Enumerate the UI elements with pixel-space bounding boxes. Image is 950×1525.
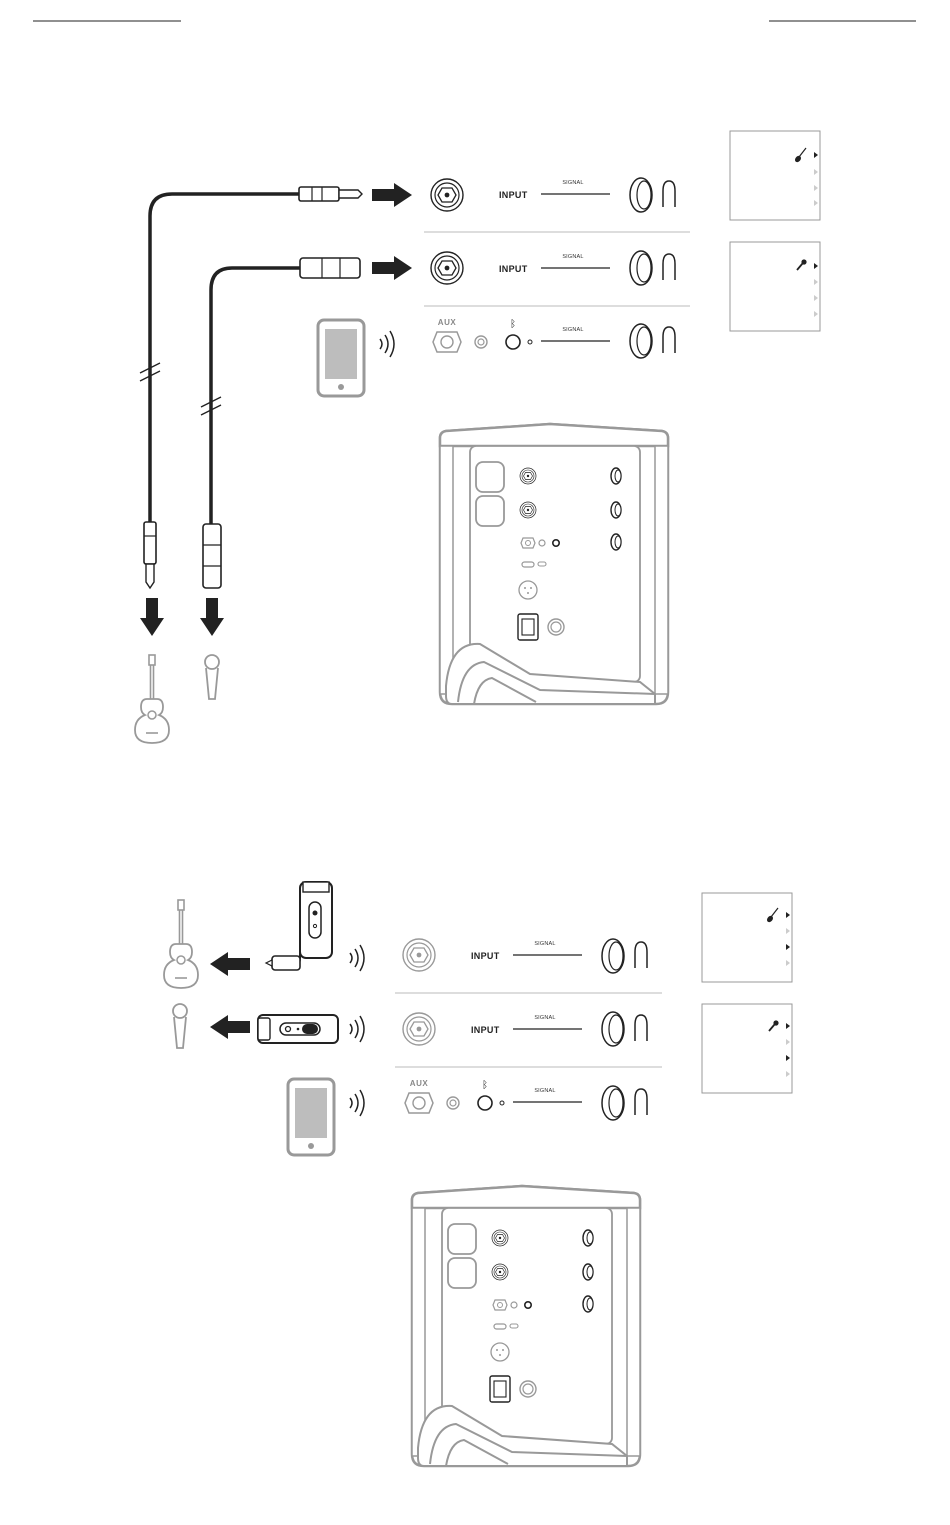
aux-label: AUX	[438, 318, 457, 327]
signal-label: SIGNAL	[534, 1088, 555, 1094]
input-label: INPUT	[499, 190, 528, 200]
phone-icon	[318, 320, 364, 396]
combo-jack-icon	[431, 179, 463, 211]
guitar-icon	[135, 655, 169, 743]
bluetooth-button	[506, 335, 520, 349]
knob-icon	[602, 1086, 647, 1120]
combo-jack-icon	[403, 1013, 435, 1045]
channel-1-setting-panel	[702, 893, 792, 982]
input-label: INPUT	[499, 264, 528, 274]
knob-icon	[630, 324, 675, 358]
combo-jack-icon	[403, 939, 435, 971]
channel-strip-3: AUX ᛒ SIGNAL	[433, 318, 675, 358]
speaker-rear-panel	[440, 424, 668, 704]
quarter-inch-plug-guitar	[144, 522, 156, 588]
xlr-plug	[300, 258, 360, 278]
arrow-to-input-2	[372, 256, 412, 280]
aux-jack-icon	[405, 1093, 433, 1113]
arrow-to-mic	[210, 1015, 250, 1039]
microphone-icon	[205, 655, 219, 699]
signal-label: SIGNAL	[534, 941, 555, 947]
bluetooth-icon: ᛒ	[482, 1080, 488, 1091]
wireless-waves-icon	[350, 1090, 364, 1116]
channel-2-setting-panel	[730, 242, 820, 331]
wireless-waves-icon	[350, 1016, 364, 1042]
knob-icon	[602, 1012, 647, 1046]
aux-label: AUX	[410, 1079, 429, 1088]
channel-strip-3: AUX ᛒ SIGNAL	[405, 1079, 647, 1120]
signal-label: SIGNAL	[534, 1015, 555, 1021]
knob-icon	[630, 251, 675, 285]
speaker-rear-panel	[412, 1186, 640, 1466]
aux-jack-icon	[433, 332, 461, 352]
bluetooth-icon: ᛒ	[510, 319, 516, 330]
phone-icon	[288, 1079, 334, 1155]
wireless-mic-transmitter	[258, 1015, 338, 1043]
xlr-cable	[211, 268, 300, 524]
bluetooth-button	[478, 1096, 492, 1110]
xlr-plug-mic	[203, 524, 221, 588]
diagram-top: INPUT SIGNAL INPUT SIGNAL AUX ᛒ	[135, 131, 820, 743]
microphone-icon	[173, 1004, 187, 1048]
signal-label: SIGNAL	[562, 327, 583, 333]
channel-strip-1: INPUT SIGNAL	[403, 939, 647, 973]
knob-icon	[630, 178, 675, 212]
quarter-inch-plug	[299, 187, 362, 201]
arrow-to-mic	[200, 598, 224, 636]
combo-jack-icon	[431, 252, 463, 284]
wireless-waves-icon	[350, 945, 364, 971]
arrow-to-input-1	[372, 183, 412, 207]
arrow-to-guitar	[210, 952, 250, 976]
wireless-instrument-transmitter	[266, 882, 332, 970]
guitar-icon	[164, 900, 198, 988]
knob-icon	[602, 939, 647, 973]
input-label: INPUT	[471, 951, 500, 961]
diagram-bottom: INPUT SIGNAL INPUT SIGNAL AUX ᛒ	[164, 882, 792, 1466]
input-label: INPUT	[471, 1025, 500, 1035]
channel-2-setting-panel	[702, 1004, 792, 1093]
channel-strip-2: INPUT SIGNAL	[403, 1012, 647, 1046]
cable-break-marks	[140, 363, 221, 415]
arrow-to-guitar	[140, 598, 164, 636]
signal-label: SIGNAL	[562, 180, 583, 186]
wireless-waves-icon	[380, 331, 394, 357]
channel-1-setting-panel	[730, 131, 820, 220]
channel-strip-1: INPUT SIGNAL	[431, 178, 675, 212]
signal-label: SIGNAL	[562, 254, 583, 260]
instrument-cable	[150, 194, 299, 522]
channel-strip-2: INPUT SIGNAL	[431, 251, 675, 285]
